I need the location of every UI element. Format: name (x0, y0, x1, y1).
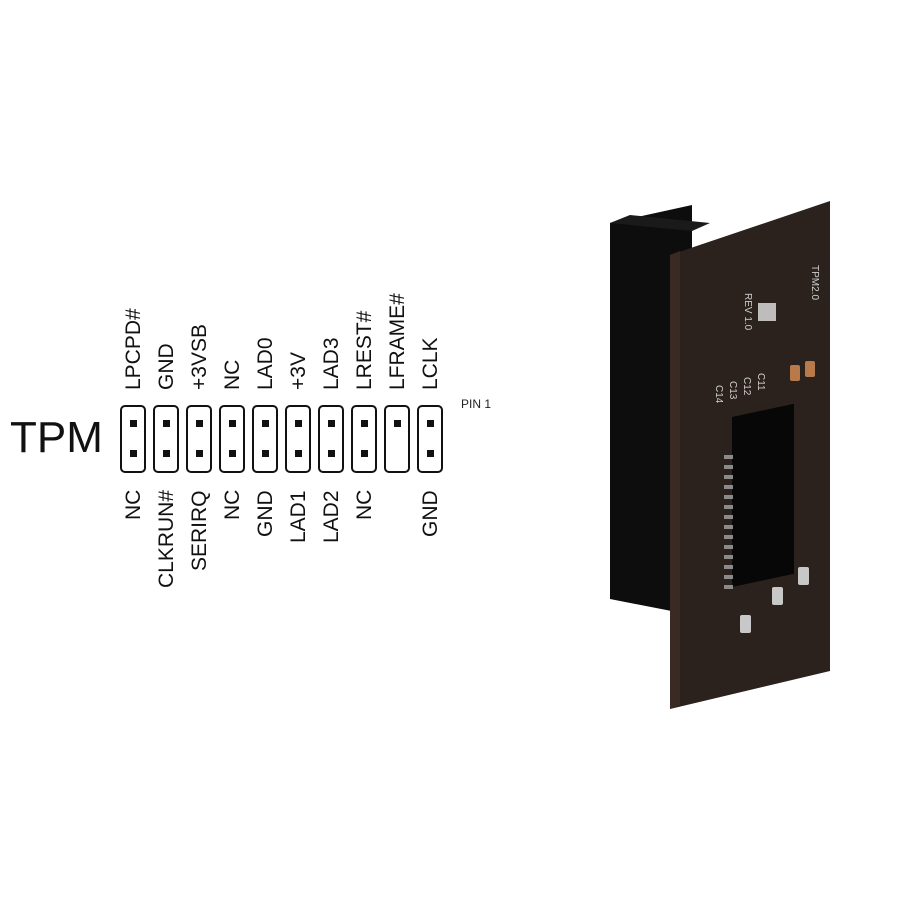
pin-bottom (229, 450, 236, 457)
board-label-c14: C14 (713, 385, 724, 404)
top-pin-label: LAD3 (320, 337, 343, 390)
chip-pin (724, 545, 733, 549)
board-label-c12: C12 (741, 377, 752, 396)
chip-pin (724, 465, 733, 469)
chip-pin (724, 475, 733, 479)
pin-top (328, 420, 335, 427)
tpm-chip (732, 403, 794, 587)
pin-top (262, 420, 269, 427)
pin-bottom (295, 450, 302, 457)
pin-top (229, 420, 236, 427)
pin-column (120, 405, 146, 473)
top-pin-label: +3VSB (188, 324, 211, 390)
board-label-tpm: TPM2.0 (809, 265, 820, 300)
pin-column (285, 405, 311, 473)
pin-column (384, 405, 410, 473)
top-pin-label: LFRAME# (386, 293, 409, 390)
pin-bottom (262, 450, 269, 457)
pin-column (252, 405, 278, 473)
bottom-pin-label: LAD1 (287, 490, 310, 543)
pin-bottom (163, 450, 170, 457)
capacitor (790, 365, 800, 381)
top-pin-label: GND (155, 343, 178, 390)
pin-column (318, 405, 344, 473)
pin-column (417, 405, 443, 473)
chip-pin (724, 455, 733, 459)
chip-pin (724, 505, 733, 509)
bottom-pin-label: LAD2 (320, 490, 343, 543)
board-label-c13: C13 (727, 381, 738, 400)
bottom-pin-label: NC (221, 489, 244, 520)
pin1-label: PIN 1 (461, 397, 492, 411)
pin-bottom (196, 450, 203, 457)
board-label-c11: C11 (755, 373, 766, 391)
capacitor (740, 615, 751, 633)
pin-top (130, 420, 137, 427)
top-pin-label: +3V (287, 352, 310, 390)
chip-pin (724, 535, 733, 539)
top-pin-label: NC (221, 359, 244, 390)
bottom-pin-label: CLKRUN# (155, 489, 178, 588)
bottom-pin-label: GND (419, 490, 442, 537)
pin-bottom (427, 450, 434, 457)
chip-pins (724, 455, 733, 589)
capacitor (805, 361, 815, 377)
top-pin-label: LPCPD# (122, 308, 145, 390)
top-pin-label: LAD0 (254, 337, 277, 390)
tpm-module-photo: TPM2.0 REV 1.0 C11 C12 C13 C14 (610, 201, 830, 709)
pin-column (219, 405, 245, 473)
pin-column (351, 405, 377, 473)
chip-pin (724, 495, 733, 499)
pcb-edge (670, 251, 680, 709)
pin-top (295, 420, 302, 427)
chip-pin (724, 525, 733, 529)
pin-top (394, 420, 401, 427)
pin-bottom (328, 450, 335, 457)
board-label-rev: REV 1.0 (742, 293, 753, 331)
pin-column (186, 405, 212, 473)
connector-top (610, 215, 710, 231)
chip-pin (724, 575, 733, 579)
diagram-title: TPM (10, 413, 103, 462)
chip-pin (724, 555, 733, 559)
bottom-pin-label: SERIRQ (188, 490, 211, 571)
bottom-pin-label: GND (254, 490, 277, 537)
chip-pin (724, 565, 733, 569)
logo-mark (758, 303, 776, 321)
top-pin-label: LCLK (419, 337, 442, 390)
chip-pin (724, 585, 733, 589)
pin-header (120, 405, 450, 477)
pin-top (196, 420, 203, 427)
capacitor (798, 567, 809, 585)
bottom-pin-label: NC (122, 489, 145, 520)
chip-pin (724, 515, 733, 519)
pin-bottom (130, 450, 137, 457)
chip-pin (724, 485, 733, 489)
pin-column (153, 405, 179, 473)
pin-bottom (361, 450, 368, 457)
bottom-pin-label: NC (353, 489, 376, 520)
pin-top (361, 420, 368, 427)
top-pin-label: LREST# (353, 310, 376, 390)
capacitor (772, 587, 783, 605)
pin-top (163, 420, 170, 427)
pin-top (427, 420, 434, 427)
